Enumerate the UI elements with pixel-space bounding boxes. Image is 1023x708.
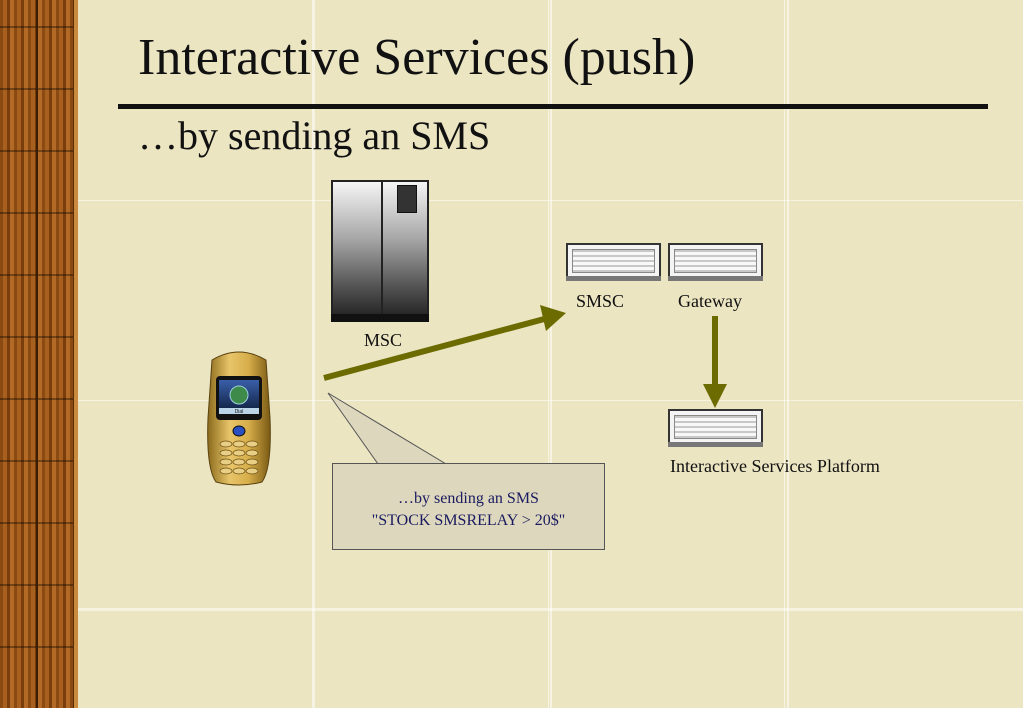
server-front: [674, 415, 757, 439]
server-front: [674, 249, 757, 273]
gateway-to-platform-arrowhead: [703, 384, 727, 408]
grid-line: [312, 0, 313, 708]
smsc-label: SMSC: [576, 291, 625, 311]
rack-panel: [397, 185, 417, 213]
grid-line: [78, 400, 1023, 401]
platform-server-icon: [668, 409, 763, 447]
platform-label: Interactive Services Platform: [670, 456, 880, 476]
wood-border-strip: [0, 0, 78, 708]
grid-line: [78, 608, 1023, 609]
callout-line-1: …by sending an SMS: [398, 490, 539, 507]
msc-rack-icon: [331, 180, 429, 322]
wood-seam: [36, 0, 38, 708]
globe-icon: [229, 385, 249, 405]
title-underline: [118, 104, 988, 109]
server-base: [566, 276, 661, 281]
callout-box: …by sending an SMS "STOCK SMSRELAY > 20$…: [332, 463, 605, 550]
phone-to-smsc-arrowhead: [540, 305, 566, 331]
smsc-server-icon: [566, 243, 661, 281]
gateway-label: Gateway: [678, 291, 742, 311]
grid-line: [78, 200, 1023, 201]
grid-line: [548, 0, 549, 708]
phone-screen-text: Dial: [235, 409, 244, 415]
callout-line-2: "STOCK SMSRELAY > 20$": [371, 512, 566, 529]
slide-subtitle: …by sending an SMS: [138, 113, 491, 158]
server-front: [572, 249, 655, 273]
grid-line: [784, 0, 785, 708]
wood-edge: [73, 0, 78, 708]
callout-tail: [327, 392, 448, 465]
slide-background: [78, 0, 1023, 708]
msc-label: MSC: [364, 330, 403, 350]
slide-title: Interactive Services (push): [138, 29, 696, 86]
rack-divider: [381, 182, 383, 320]
phone-keypad: [219, 440, 259, 475]
rack-base: [331, 314, 429, 322]
gateway-server-icon: [668, 243, 763, 281]
phone-to-smsc-arrow: [323, 315, 549, 381]
mobile-phone-icon: Dial: [207, 351, 271, 486]
phone-nav-key: [232, 425, 246, 437]
server-base: [668, 276, 763, 281]
server-base: [668, 442, 763, 447]
